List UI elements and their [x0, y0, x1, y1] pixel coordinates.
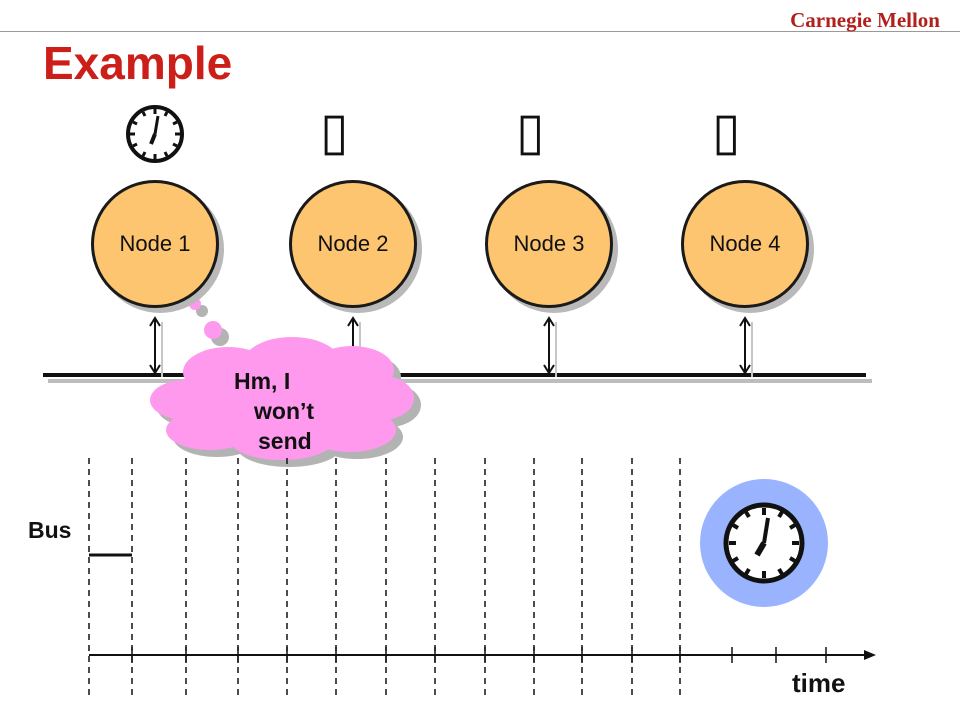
bus-label: Bus [28, 517, 72, 543]
node-label: Node 3 [513, 231, 585, 256]
thought-line-1: Hm, I [234, 368, 291, 394]
time-slot-grid [88, 458, 681, 700]
brand-logo-text: Carnegie Mellon [790, 8, 940, 32]
unknown-glyph-icon: ▯ [320, 102, 349, 162]
connector-node-1 [149, 316, 163, 377]
node-label: Node 4 [709, 231, 781, 256]
node-label: Node 2 [317, 231, 389, 256]
thought-bubble [150, 282, 421, 467]
unknown-glyph-icon: ▯ [712, 102, 741, 162]
connector-node-3 [543, 316, 557, 377]
global-clock-icon [700, 479, 828, 607]
time-axis-label: time [792, 668, 846, 698]
node-2: Node 2 [289, 180, 417, 308]
unknown-glyph-icon: ▯ [516, 102, 545, 162]
header-rule [0, 31, 960, 32]
node-label: Node 1 [119, 231, 191, 256]
node-1: Node 1 [91, 180, 219, 308]
thought-line-3: send [258, 428, 312, 454]
connector-node-4 [739, 316, 753, 377]
node-4: Node 4 [681, 180, 809, 308]
node-3: Node 3 [485, 180, 613, 308]
clock-icon [126, 105, 184, 163]
thought-text: Hm, I won’t send [222, 366, 372, 456]
time-axis [89, 647, 876, 663]
thought-line-2: won’t [254, 398, 315, 424]
slide-title: Example [43, 37, 233, 89]
